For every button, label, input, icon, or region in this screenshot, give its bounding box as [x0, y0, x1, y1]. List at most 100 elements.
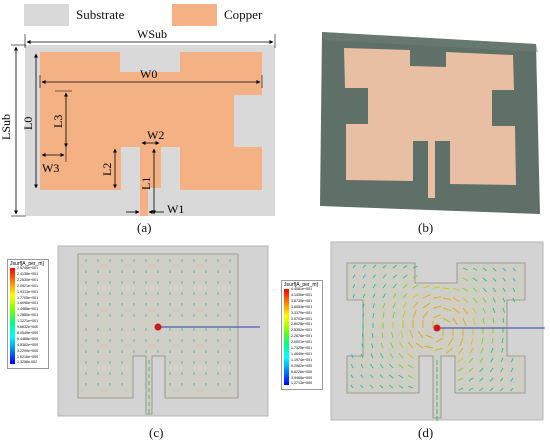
sim-patch-d — [346, 262, 526, 419]
colorbar-d — [284, 289, 289, 385]
copper-patch-photo — [344, 48, 516, 198]
scale-tick-label: 2.4138e+001 — [17, 271, 39, 276]
caption-b: (b) — [418, 220, 434, 235]
current-vector — [382, 274, 387, 279]
current-vector — [407, 341, 414, 349]
current-vector — [362, 283, 366, 289]
current-vector — [432, 305, 442, 309]
current-vector — [389, 353, 394, 359]
current-vector — [350, 384, 354, 389]
current-vector — [409, 329, 414, 339]
caption-c: (c) — [149, 425, 164, 440]
current-vector — [480, 347, 484, 354]
current-vector — [482, 317, 485, 324]
current-vector — [482, 307, 486, 314]
current-vector — [502, 287, 506, 293]
current-vector — [442, 317, 451, 323]
current-vector — [392, 293, 397, 299]
current-vector — [472, 267, 478, 271]
scale-tick-label: 3.9469e+000 — [291, 375, 313, 380]
current-vector — [417, 330, 424, 339]
current-distribution-c — [57, 245, 269, 417]
current-vector — [382, 283, 387, 289]
current-distribution-d — [330, 241, 545, 421]
current-vector — [382, 302, 386, 309]
current-vector — [389, 363, 394, 369]
current-vector — [462, 297, 469, 303]
current-vector — [434, 347, 444, 351]
wsub-label: WSub — [137, 27, 167, 41]
substrate-legend-label: Substrate — [76, 7, 125, 22]
lsub-label: LSub — [0, 114, 13, 140]
current-vector — [469, 347, 474, 355]
current-vector — [472, 297, 478, 303]
current-vector — [510, 377, 514, 382]
current-vector — [370, 353, 374, 359]
current-vector — [407, 353, 414, 359]
current-vector — [479, 377, 484, 382]
copper-patch — [40, 52, 262, 216]
current-vector — [389, 374, 394, 379]
l0-label: L0 — [21, 117, 35, 130]
current-vector — [380, 353, 384, 359]
current-vector — [470, 337, 474, 345]
w3-label: W3 — [42, 161, 59, 175]
current-vector — [468, 387, 474, 391]
current-vector — [371, 333, 374, 339]
scale-tick-label: 1.7325e+001 — [291, 346, 313, 350]
w0-label: W0 — [140, 67, 157, 81]
current-vector — [412, 293, 419, 299]
current-vector — [502, 277, 506, 282]
current-vector — [482, 267, 487, 272]
scale-tick-label: 8.0549e+000 — [17, 330, 39, 335]
current-vector — [382, 293, 386, 299]
current-vector — [372, 313, 375, 319]
current-vector — [392, 274, 397, 279]
l3-dimension — [55, 90, 72, 148]
current-vector — [351, 353, 354, 359]
current-vector — [407, 364, 414, 369]
l1-label: L1 — [139, 177, 153, 190]
current-vector — [360, 363, 364, 369]
current-vector — [392, 264, 397, 269]
scale-tick-label: 3.2299e+000 — [17, 348, 39, 353]
fabricated-antenna-photo — [320, 32, 540, 214]
scale-tick-label: 6.4466e+000 — [17, 336, 39, 341]
current-vector — [502, 307, 505, 313]
scale-title-d: Jsurf[A_per_m] — [284, 282, 318, 288]
current-vector — [452, 317, 458, 326]
current-vector — [392, 311, 395, 319]
sim-patch-c — [77, 253, 239, 415]
feed-point-c — [154, 323, 162, 331]
current-vector — [432, 286, 440, 289]
current-vector — [382, 312, 385, 319]
current-vector — [372, 264, 377, 269]
current-vector — [512, 287, 516, 293]
l2-label: L2 — [100, 163, 114, 176]
current-vector — [481, 337, 484, 344]
current-vector — [399, 341, 404, 349]
current-vector — [482, 287, 487, 293]
scale-tick-label: 1.6216e+000 — [17, 354, 39, 359]
current-vector — [422, 285, 430, 289]
current-vector — [350, 364, 354, 369]
current-vector — [501, 347, 504, 353]
current-vector — [432, 314, 441, 319]
w1-label: W1 — [167, 202, 184, 216]
scale-tick-label: 1.1271e+001 — [17, 319, 39, 324]
scale-tick-label: 1.7705e+001 — [17, 295, 39, 300]
current-vector — [492, 317, 495, 324]
current-vector — [510, 357, 514, 363]
scale-tick-label: 2.5746e+001 — [17, 266, 39, 270]
current-vector — [482, 297, 487, 303]
current-vector — [510, 387, 514, 392]
current-vector — [500, 377, 504, 382]
current-vector — [402, 310, 406, 319]
current-vector — [472, 307, 477, 315]
current-vector — [457, 377, 464, 381]
scale-tick-label: 6.6226e+000 — [291, 369, 313, 374]
scale-tick-label: 2.5352e+001 — [291, 328, 313, 333]
current-vector — [402, 274, 408, 279]
